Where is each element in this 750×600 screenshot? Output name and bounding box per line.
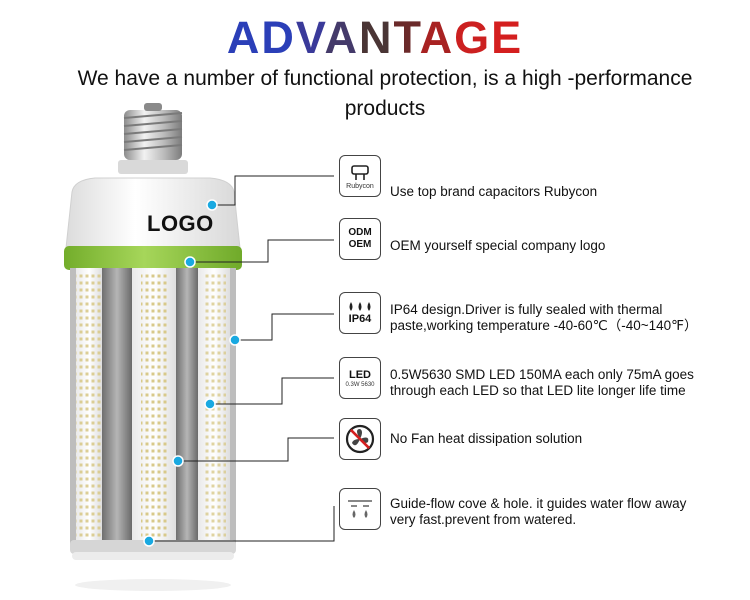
feature-line: No Fan heat dissipation solution [390, 431, 583, 446]
led-label: LED [349, 368, 371, 381]
feature-water-text: Guide-flow cove & hole. it guides water … [390, 496, 686, 528]
callout-dots [143, 199, 241, 547]
title-letter: A [419, 12, 455, 63]
title-letter: D [261, 12, 296, 63]
feature-nofan-text: No Fan heat dissipation solution [390, 431, 582, 447]
title-letter: V [295, 12, 325, 63]
title-letter: A [324, 12, 359, 63]
feature-capacitor-text: Use top brand capacitors Rubycon [390, 184, 597, 200]
feature-line: through each LED so that LED lite longer… [390, 383, 686, 398]
no-fan-icon [339, 418, 381, 460]
title-letter: E [491, 12, 524, 63]
subtitle: We have a number of functional protectio… [40, 64, 730, 124]
logo-placeholder: LOGO [147, 211, 214, 236]
feature-line: Guide-flow cove & hole. it guides water … [390, 496, 687, 511]
page-title: ADVANTAGE [0, 14, 750, 62]
ip64-icon: IP64 [339, 292, 381, 334]
feature-ip64-text: IP64 design.Driver is fully sealed with … [390, 302, 698, 334]
title-letter: T [393, 12, 420, 63]
water-drip-icon [339, 488, 381, 530]
feature-line: IP64 design.Driver is fully sealed with … [390, 302, 663, 317]
subtitle-line-2: products [344, 97, 426, 120]
screw-base [118, 103, 188, 174]
led-icon: LED 0.3W 5630 [339, 357, 381, 399]
odm-label: ODM [348, 227, 372, 238]
led-spec-label: 0.3W 5630 [345, 381, 375, 388]
capacitor-icon-label: Rubycon [346, 182, 374, 190]
feature-line: very fast.prevent from watered. [390, 512, 577, 527]
feature-led-text: 0.5W5630 SMD LED 150MA each only 75mA go… [390, 367, 694, 399]
title-letter: A [226, 12, 262, 63]
odm-oem-icon: ODM OEM [339, 218, 381, 260]
callout-lines [150, 175, 335, 542]
feature-line: Use top brand capacitors Rubycon [390, 184, 598, 199]
ip64-label: IP64 [348, 313, 372, 325]
subtitle-line-1: We have a number of functional protectio… [77, 67, 693, 90]
feature-line: 0.5W5630 SMD LED 150MA each only 75mA go… [390, 367, 694, 382]
capacitor-icon: Rubycon [339, 155, 381, 197]
feature-line: paste,working temperature -40-60℃（-40~14… [390, 318, 698, 333]
oem-label: OEM [348, 239, 372, 250]
title-letter: G [454, 12, 492, 63]
feature-line: OEM yourself special company logo [390, 238, 606, 253]
feature-oem-text: OEM yourself special company logo [390, 238, 605, 254]
title-letter: N [359, 12, 394, 63]
